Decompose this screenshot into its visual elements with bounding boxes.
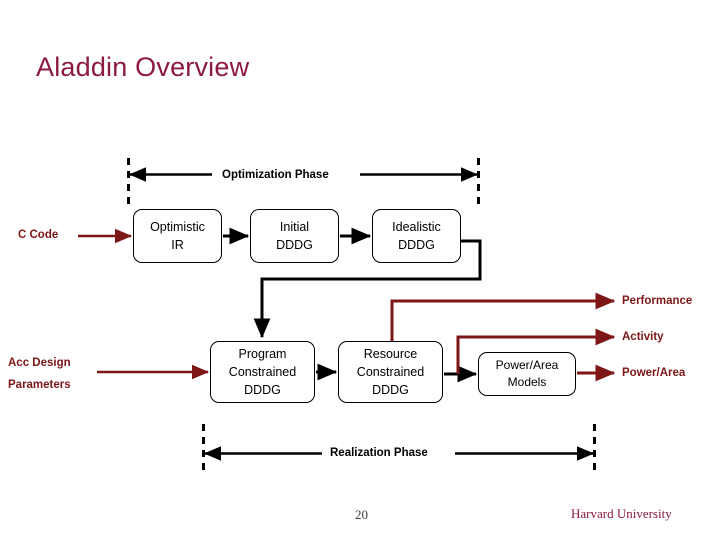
- footer-page-number: 20: [355, 507, 368, 522]
- node-program-constrained-dddg-line-1: Program: [238, 346, 287, 361]
- node-idealistic-dddg[interactable]: Idealistic DDDG: [372, 209, 461, 263]
- edge-resource-dddg-to-activity: [456, 328, 616, 374]
- node-resource-constrained-dddg-line-1: Resource: [363, 346, 418, 361]
- page-title: Aladdin Overview: [36, 52, 250, 82]
- node-power-area-models[interactable]: Power/Area Models: [478, 352, 576, 396]
- node-power-area-models-line-2: Models: [507, 375, 547, 389]
- node-initial-dddg[interactable]: Initial DDDG: [250, 209, 339, 263]
- edge-idealistic-dddg-to-program-dddg: [253, 239, 482, 339]
- output-label-activity: Activity: [622, 331, 664, 343]
- realization-phase-label: Realization Phase: [330, 447, 428, 459]
- output-label-performance: Performance: [622, 295, 693, 307]
- node-resource-constrained-dddg[interactable]: Resource Constrained DDDG: [338, 341, 443, 403]
- footer-organization: Harvard University: [571, 506, 672, 521]
- node-optimistic-ir-line-2: IR: [171, 238, 184, 252]
- acc-design-line-1: Acc Design: [8, 357, 71, 369]
- input-label-c-code: C Code: [18, 229, 59, 241]
- node-initial-dddg-line-1: Initial: [279, 219, 310, 234]
- optimization-phase-label: Optimization Phase: [222, 169, 329, 181]
- node-program-constrained-dddg[interactable]: Program Constrained DDDG: [210, 341, 315, 403]
- output-label-power-area: Power/Area: [622, 367, 686, 379]
- node-optimistic-ir-line-1: Optimistic: [150, 219, 205, 234]
- node-power-area-models-line-1: Power/Area: [495, 357, 559, 372]
- node-initial-dddg-line-2: DDDG: [276, 238, 313, 252]
- acc-design-line-2: Parameters: [8, 378, 71, 391]
- node-program-constrained-dddg-line-3: DDDG: [244, 383, 281, 398]
- node-program-constrained-dddg-line-2: Constrained: [228, 364, 297, 379]
- node-optimistic-ir[interactable]: Optimistic IR: [133, 209, 222, 263]
- node-resource-constrained-dddg-line-2: Constrained: [356, 364, 425, 379]
- node-idealistic-dddg-line-1: Idealistic: [392, 219, 441, 234]
- edge-resource-dddg-to-performance: [390, 292, 616, 341]
- input-label-acc-design-parameters: Acc Design Parameters: [8, 353, 128, 397]
- node-idealistic-dddg-line-2: DDDG: [398, 238, 435, 252]
- node-resource-constrained-dddg-line-3: DDDG: [372, 383, 409, 398]
